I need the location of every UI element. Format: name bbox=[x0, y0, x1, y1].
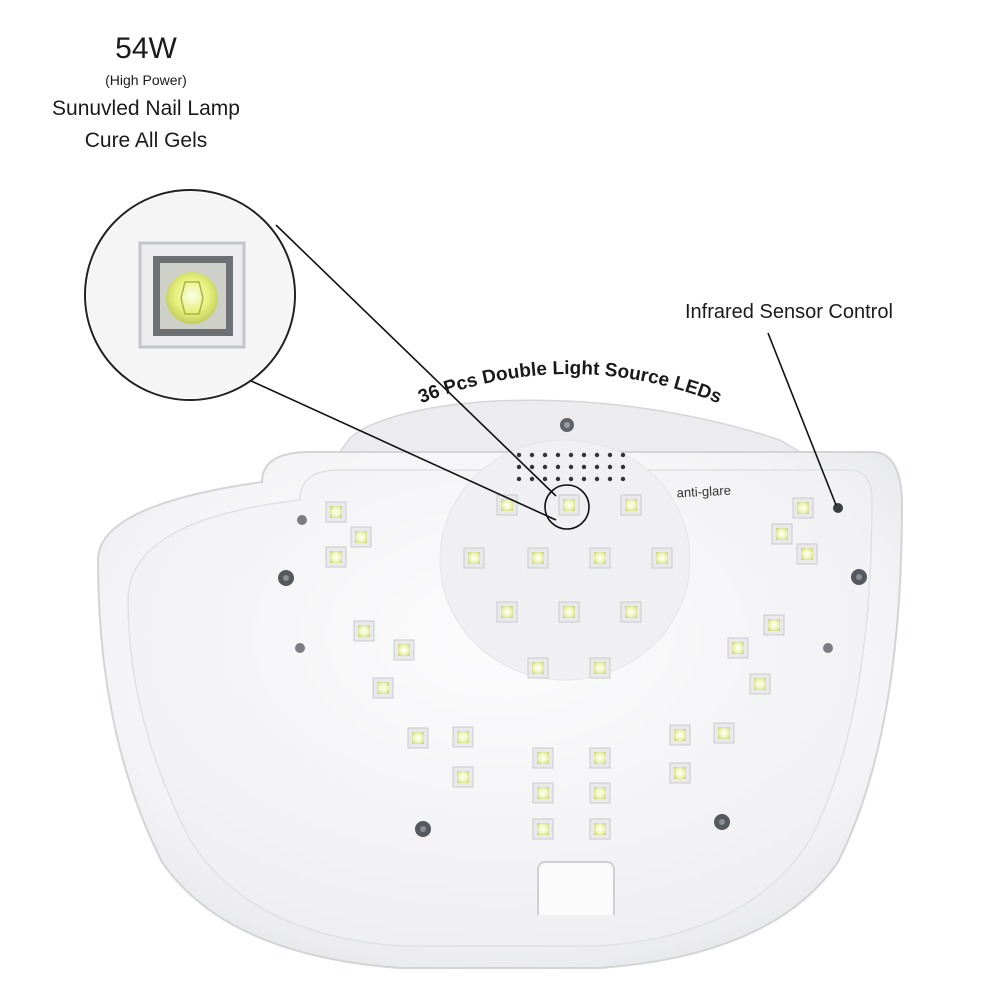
led-23 bbox=[727, 637, 749, 659]
led-32 bbox=[589, 747, 611, 769]
vent-hole bbox=[568, 452, 574, 458]
led-27 bbox=[452, 766, 474, 788]
screw-left-low bbox=[415, 821, 431, 837]
led-10 bbox=[620, 601, 642, 623]
led-11 bbox=[527, 657, 549, 679]
callout-line-top bbox=[275, 224, 557, 497]
vent-hole bbox=[620, 452, 626, 458]
led-13 bbox=[325, 501, 347, 523]
vent-hole bbox=[607, 452, 613, 458]
led-8 bbox=[496, 601, 518, 623]
led-5 bbox=[527, 547, 549, 569]
callout-target-ring bbox=[544, 484, 590, 530]
led-15 bbox=[325, 546, 347, 568]
vent-hole bbox=[594, 476, 600, 482]
led-21 bbox=[372, 677, 394, 699]
callout-line-bottom bbox=[237, 374, 557, 521]
magnified-led-inset bbox=[84, 189, 296, 401]
vent-hole bbox=[542, 464, 548, 470]
product-tagline: Cure All Gels bbox=[84, 129, 208, 152]
vent-hole bbox=[529, 464, 535, 470]
product-name: Sunuvled Nail Lamp bbox=[52, 97, 240, 120]
vent-hole bbox=[620, 464, 626, 470]
vent-hole bbox=[568, 464, 574, 470]
vent-hole bbox=[516, 464, 522, 470]
led-25 bbox=[407, 727, 429, 749]
screw-left-mid bbox=[278, 570, 294, 586]
led-35 bbox=[532, 818, 554, 840]
vent-hole bbox=[607, 464, 613, 470]
led-29 bbox=[713, 722, 735, 744]
led-34 bbox=[589, 782, 611, 804]
screw-right-mid bbox=[851, 569, 867, 585]
svg-text:36 Pcs Double Light Source LED: 36 Pcs Double Light Source LEDs bbox=[415, 358, 724, 408]
vent-hole bbox=[581, 476, 587, 482]
sensor-callout-label: Infrared Sensor Control bbox=[685, 301, 893, 323]
led-24 bbox=[749, 673, 771, 695]
vent-hole bbox=[568, 476, 574, 482]
vent-hole bbox=[516, 476, 522, 482]
vent-hole bbox=[542, 476, 548, 482]
led-17 bbox=[771, 523, 793, 545]
vent-hole bbox=[581, 452, 587, 458]
vent-hole bbox=[555, 476, 561, 482]
led-20 bbox=[393, 639, 415, 661]
vent-hole bbox=[555, 452, 561, 458]
screw-right-side bbox=[823, 643, 833, 653]
vent-hole bbox=[516, 452, 522, 458]
vent-hole bbox=[581, 464, 587, 470]
led-30 bbox=[669, 762, 691, 784]
led-6 bbox=[589, 547, 611, 569]
led-array bbox=[325, 494, 818, 840]
sensor-callout-line bbox=[767, 332, 837, 506]
vent-hole bbox=[594, 464, 600, 470]
led-12 bbox=[589, 657, 611, 679]
vent-hole bbox=[529, 476, 535, 482]
led-36 bbox=[589, 818, 611, 840]
led-26 bbox=[452, 726, 474, 748]
vent-hole bbox=[555, 464, 561, 470]
led-19 bbox=[353, 620, 375, 642]
screw-right-low-side bbox=[295, 643, 305, 653]
infrared-sensor bbox=[833, 503, 843, 513]
led-28 bbox=[669, 724, 691, 746]
vent-hole bbox=[607, 476, 613, 482]
wattage-heading: 54W bbox=[115, 32, 177, 65]
led-count-caption: 36 Pcs Double Light Source LEDs bbox=[415, 358, 724, 408]
vent-holes bbox=[516, 452, 626, 482]
led-33 bbox=[532, 782, 554, 804]
led-14 bbox=[350, 526, 372, 548]
led-3 bbox=[620, 494, 642, 516]
led-31 bbox=[532, 747, 554, 769]
screw-left-top bbox=[297, 515, 307, 525]
led-2 bbox=[558, 494, 580, 516]
led-4 bbox=[463, 547, 485, 569]
led-16 bbox=[792, 497, 814, 519]
vent-hole bbox=[620, 476, 626, 482]
vent-hole bbox=[529, 452, 535, 458]
led-22 bbox=[763, 614, 785, 636]
led-18 bbox=[796, 543, 818, 565]
vent-hole bbox=[594, 452, 600, 458]
led-9 bbox=[558, 601, 580, 623]
screw-right-low bbox=[714, 814, 730, 830]
power-note: (High Power) bbox=[105, 72, 187, 88]
bottom-hand-slot bbox=[537, 861, 615, 915]
led-7 bbox=[651, 547, 673, 569]
vent-hole bbox=[542, 452, 548, 458]
anti-glare-label: anti-glare bbox=[676, 483, 731, 501]
